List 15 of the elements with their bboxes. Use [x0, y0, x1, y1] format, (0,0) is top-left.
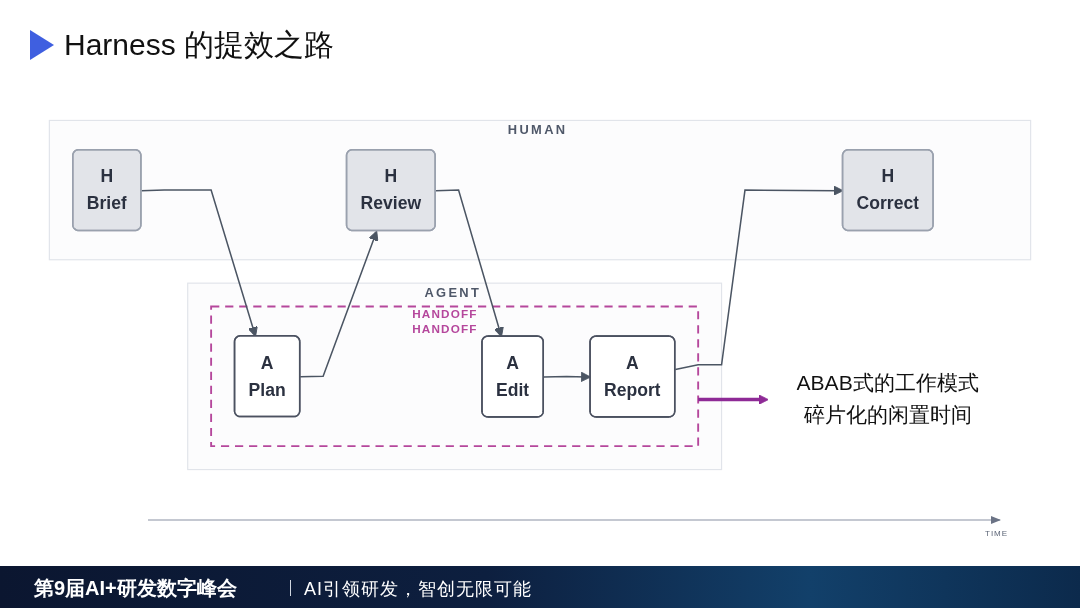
task-box: A Edit — [481, 335, 544, 418]
task-box: A Plan — [233, 335, 301, 418]
task-box: A Report — [589, 335, 676, 418]
event-name: 第9届AI+研发数字峰会 — [34, 576, 237, 601]
arrow — [698, 394, 769, 405]
note-text: ABAB式的工作模式 碎片化的闲置时间 — [768, 353, 1008, 446]
task-box: H Brief — [72, 148, 142, 232]
slide-title: Harness 的提效之路 — [64, 26, 335, 63]
axis-label: TIME — [985, 529, 1009, 538]
slogan-text: AI引领研发，智创无限可能 — [304, 578, 532, 601]
arrow — [435, 189, 504, 338]
task-box: H Review — [345, 148, 436, 232]
arrow — [299, 230, 379, 378]
arrow — [140, 189, 258, 337]
task-box: H Correct — [841, 148, 934, 232]
